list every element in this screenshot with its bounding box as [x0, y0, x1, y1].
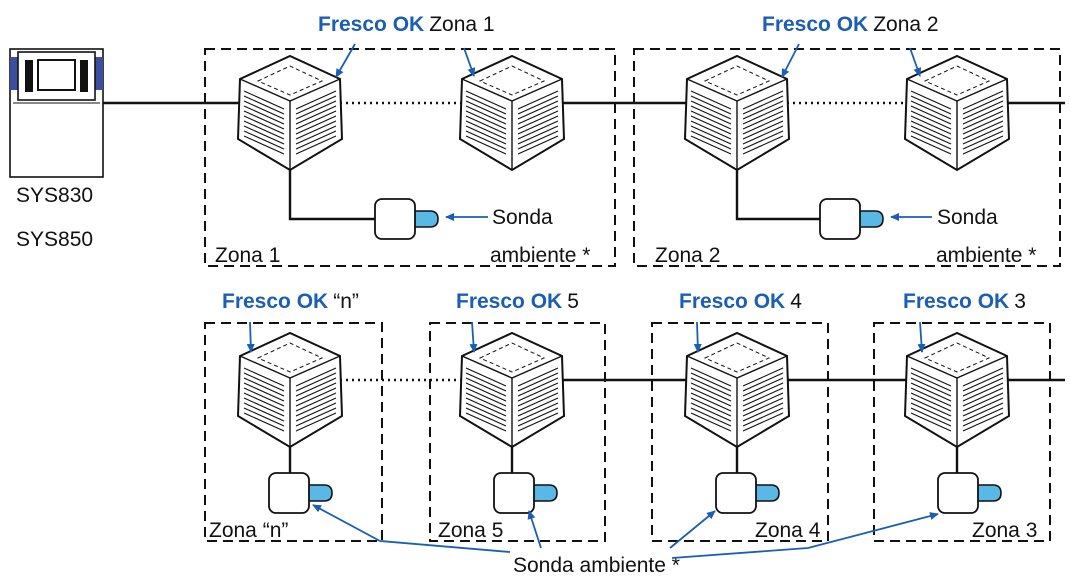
sensor-zone4-icon [715, 472, 780, 514]
unit-title-n: Fresco OK“n” [222, 290, 359, 313]
sensor-zone5-icon [493, 472, 558, 514]
sensor-zone2-icon [819, 198, 884, 240]
zone-label-n: Zona “n” [209, 519, 288, 542]
unit-zone3-icon [904, 332, 1010, 448]
zone-label-5: Zona 5 [438, 519, 503, 542]
sensor-zone1-icon [374, 198, 439, 240]
zone-box-4 [651, 322, 829, 542]
unit-zone2-a-icon [684, 55, 790, 171]
zone-label-3: Zona 3 [972, 519, 1037, 542]
zone-box-5 [429, 322, 606, 542]
sensor-zone3-icon [937, 472, 1002, 514]
controller-model-2: SYS850 [16, 228, 93, 251]
unit-zone1-a-icon [237, 55, 343, 171]
sensor-label-zone2-line1: Sonda [937, 206, 998, 229]
sensor-label-zone1-line2: ambiente * [490, 244, 590, 267]
sensor-label-bottom: Sonda ambiente * [513, 554, 680, 577]
unit-zone2-b-icon [904, 55, 1010, 171]
zone-label-4: Zona 4 [755, 519, 821, 542]
zone-label-1: Zona 1 [215, 244, 280, 267]
unit-zone5-icon [459, 332, 565, 448]
zone-label-2: Zona 2 [655, 244, 720, 267]
zone-box-n [204, 322, 383, 542]
controller-model-1: SYS830 [16, 184, 93, 207]
zone-box-2 [633, 48, 1061, 267]
unit-zone-n-icon [237, 332, 343, 448]
unit-zone1-b-icon [459, 55, 565, 171]
zone-box-3 [873, 322, 1051, 542]
controller-panel-icon [9, 48, 104, 178]
sensor-label-zone1-line1: Sonda [492, 206, 553, 229]
sensor-zone-n-icon [268, 472, 333, 514]
zone-box-1 [204, 48, 616, 267]
unit-zone4-icon [684, 332, 790, 448]
sensor-label-zone2-line2: ambiente * [936, 244, 1036, 267]
callout-arrows [246, 43, 939, 559]
